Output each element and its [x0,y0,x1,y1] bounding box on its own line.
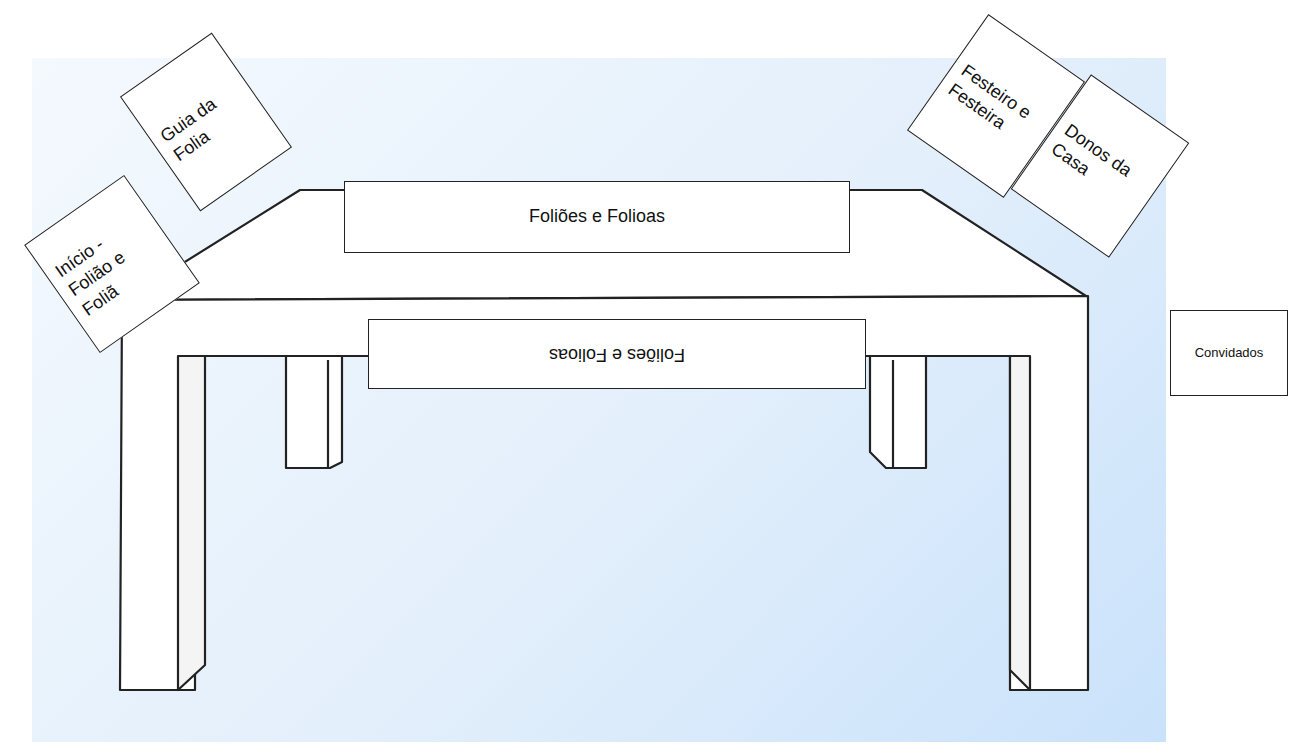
box-label: Início - Folião e Foliã [51,207,173,322]
box-label: Guia da Folia [156,77,257,167]
label-box: Foliões e Folioas [344,181,850,253]
box-label: Festeiro e Festeira [943,59,1048,152]
box-label: Donos da Casa [1046,119,1153,214]
box-label: Convidados [1195,345,1264,362]
label-box: Convidados [1170,310,1288,396]
box-label: Foliões e Folioas [529,205,665,228]
box-label: Foliões e Folioas [549,342,685,365]
label-box: Foliões e Folioas [368,319,866,389]
